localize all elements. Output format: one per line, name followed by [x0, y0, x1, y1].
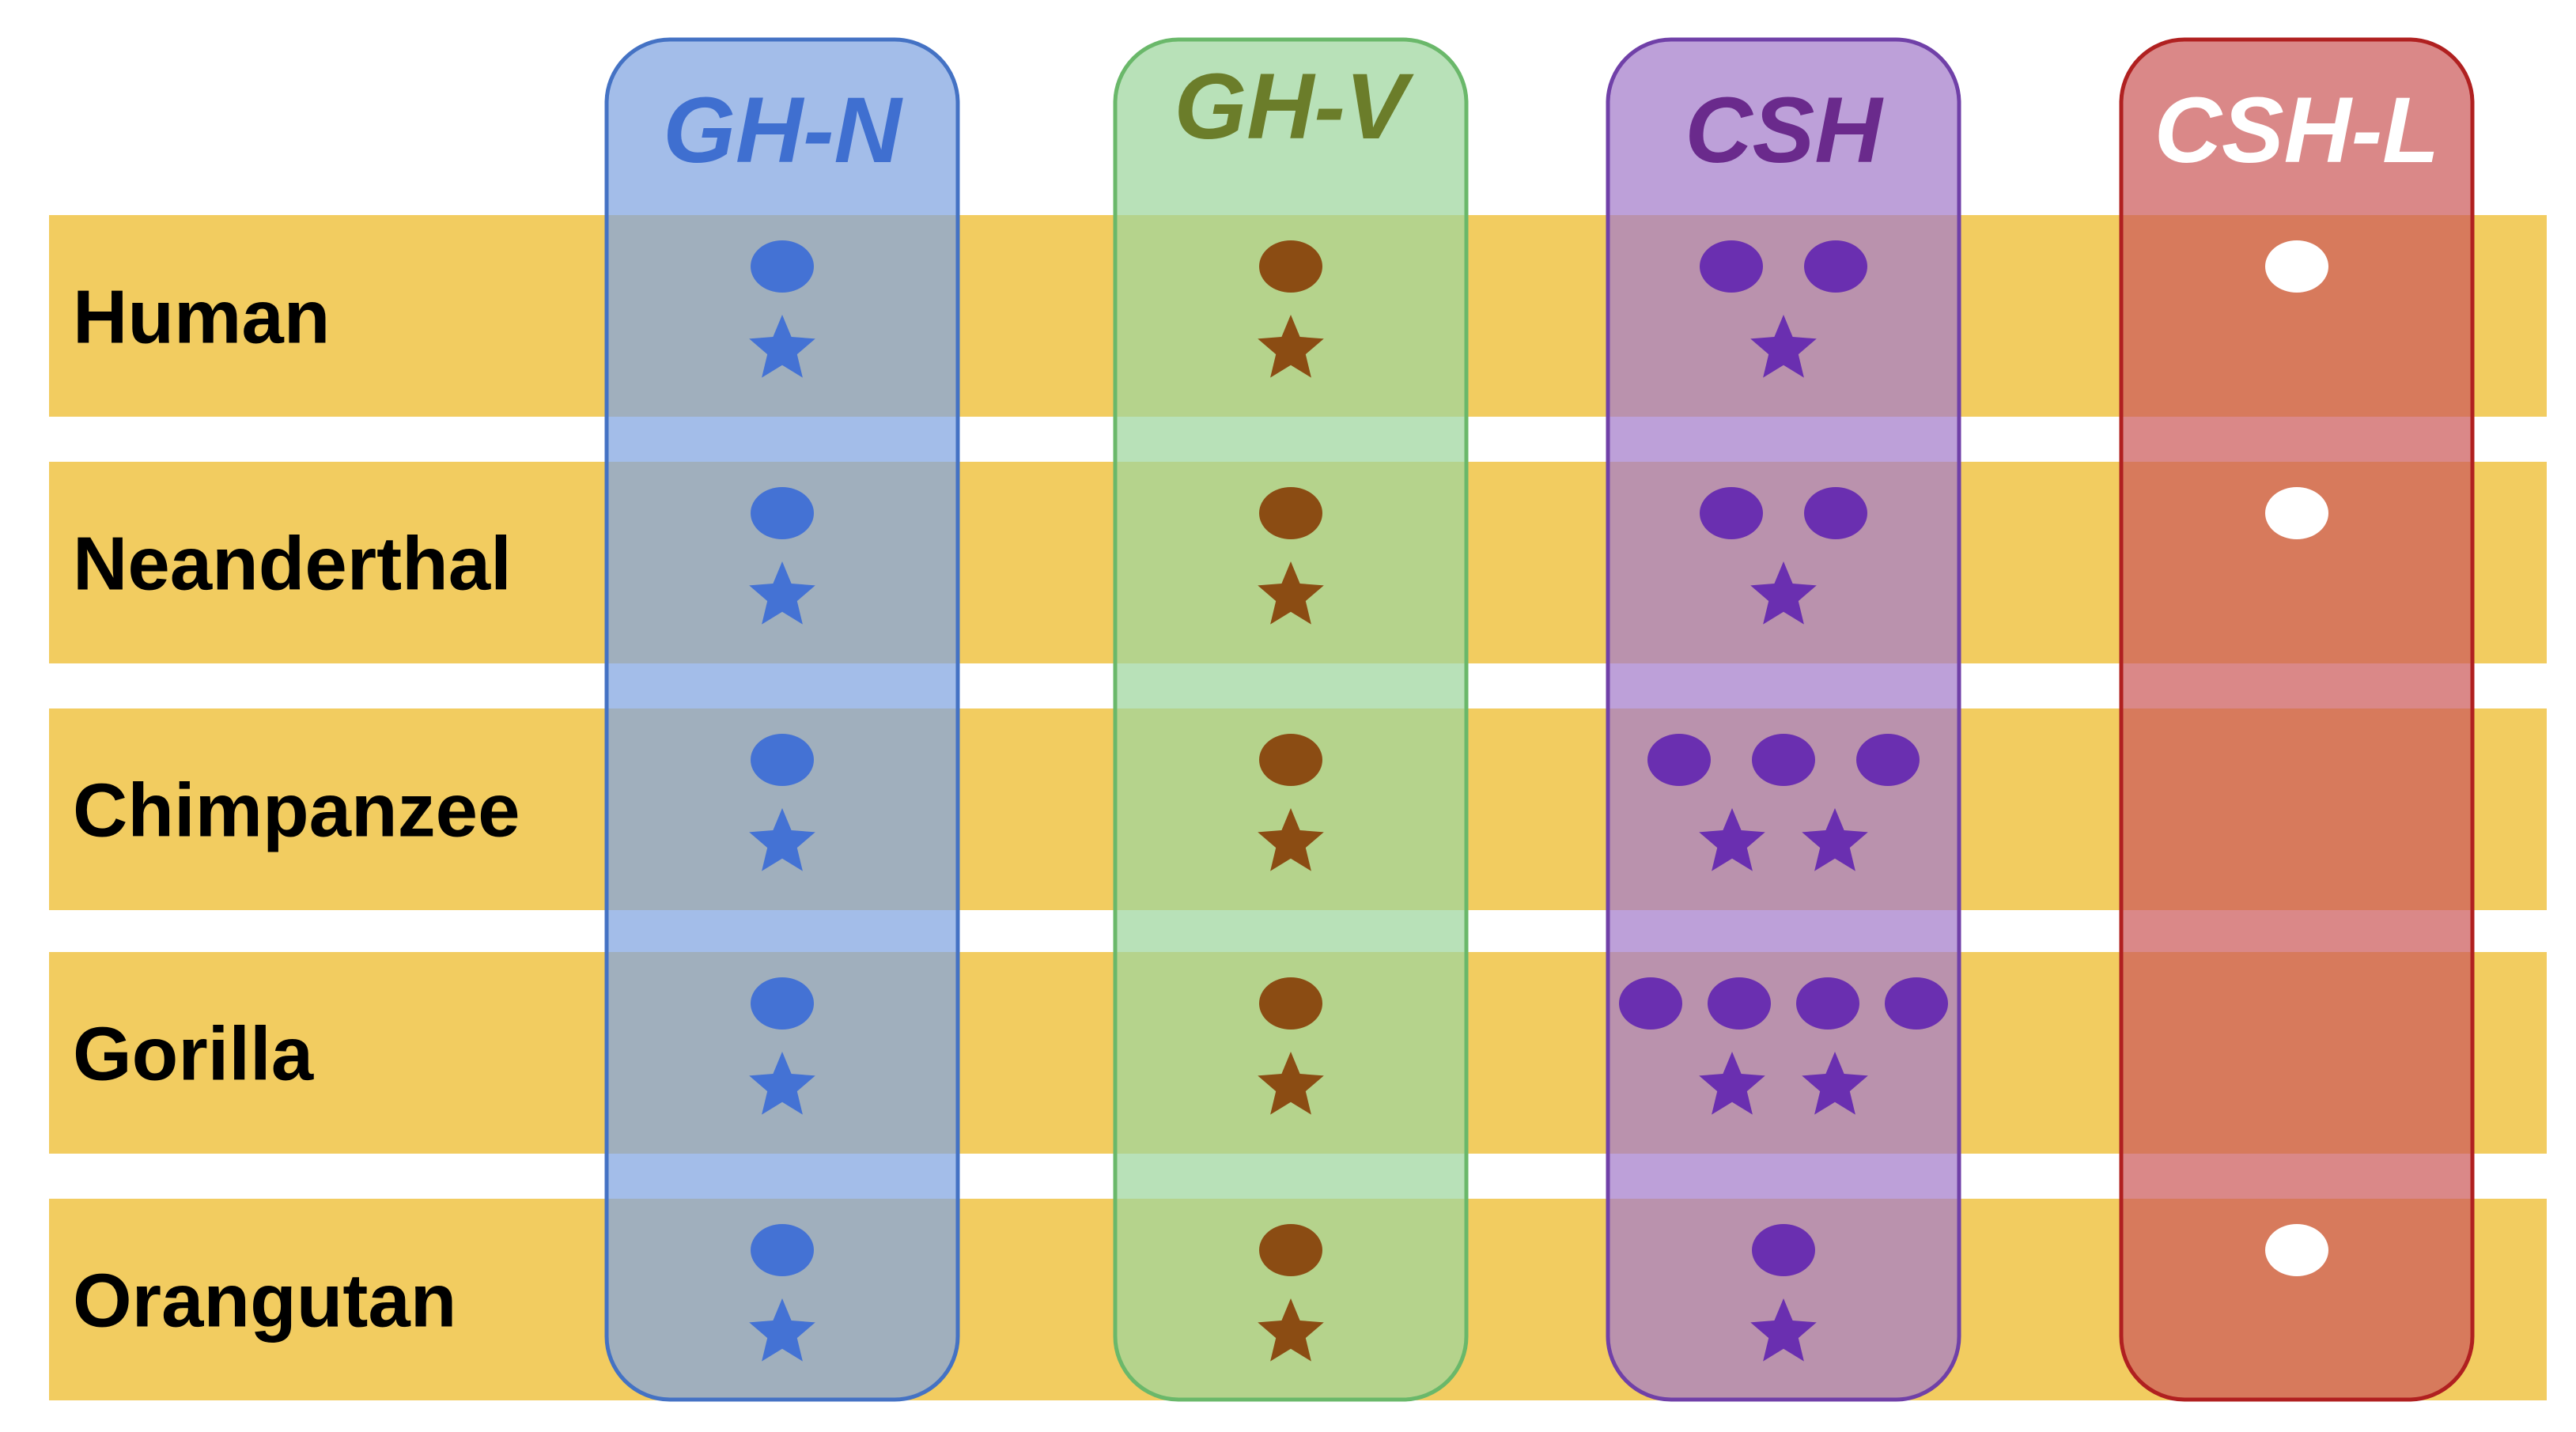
column-title-gh-n: GH-N [663, 78, 903, 183]
oval-csh-orangutan-1 [1752, 1224, 1815, 1276]
oval-gh-n-human-1 [751, 240, 814, 293]
column-title-gh-v: GH-V [1175, 55, 1414, 159]
star-csh-chimpanzee-2 [1802, 808, 1868, 871]
star-csh-gorilla-1 [1699, 1052, 1765, 1115]
oval-csh-l-orangutan-1 [2265, 1224, 2328, 1276]
column-box-csh [1606, 37, 1961, 1402]
row-label-human: Human [73, 275, 330, 360]
column-title-csh: CSH [1685, 78, 1884, 183]
oval-gh-n-neanderthal-1 [751, 487, 814, 539]
oval-csh-human-2 [1804, 240, 1867, 293]
star-csh-neanderthal-1 [1750, 561, 1817, 625]
column-boxes [604, 37, 2475, 1402]
oval-csh-chimpanzee-1 [1647, 734, 1711, 786]
column-titles: GH-N GH-V CSH CSH-L [663, 55, 2439, 183]
star-csh-gorilla-2 [1802, 1052, 1868, 1115]
oval-gh-v-gorilla-1 [1259, 977, 1322, 1030]
star-gh-n-human-1 [749, 315, 815, 378]
oval-csh-neanderthal-2 [1804, 487, 1867, 539]
oval-csh-l-neanderthal-1 [2265, 487, 2328, 539]
row-label-gorilla: Gorilla [73, 1012, 314, 1097]
oval-gh-v-orangutan-1 [1259, 1224, 1322, 1276]
oval-csh-chimpanzee-2 [1752, 734, 1815, 786]
row-labels: HumanNeanderthalChimpanzeeGorillaOrangut… [73, 275, 520, 1343]
oval-csh-gorilla-1 [1619, 977, 1682, 1030]
oval-csh-l-human-1 [2265, 240, 2328, 293]
oval-csh-human-1 [1700, 240, 1763, 293]
star-gh-v-chimpanzee-1 [1258, 808, 1324, 871]
row-label-chimpanzee: Chimpanzee [73, 769, 520, 853]
column-box-csh-l [2119, 37, 2475, 1402]
oval-gh-v-human-1 [1259, 240, 1322, 293]
star-csh-chimpanzee-1 [1699, 808, 1765, 871]
oval-csh-chimpanzee-3 [1856, 734, 1920, 786]
oval-csh-neanderthal-1 [1700, 487, 1763, 539]
oval-csh-gorilla-3 [1796, 977, 1859, 1030]
star-gh-n-neanderthal-1 [749, 561, 815, 625]
column-box-gh-v [1113, 37, 1469, 1402]
star-csh-orangutan-1 [1750, 1298, 1817, 1362]
row-label-neanderthal: Neanderthal [73, 522, 512, 606]
star-gh-v-human-1 [1258, 315, 1324, 378]
star-gh-n-orangutan-1 [749, 1298, 815, 1362]
star-gh-v-orangutan-1 [1258, 1298, 1324, 1362]
oval-gh-v-chimpanzee-1 [1259, 734, 1322, 786]
row-label-orangutan: Orangutan [73, 1259, 456, 1343]
star-gh-n-gorilla-1 [749, 1052, 815, 1115]
star-gh-n-chimpanzee-1 [749, 808, 815, 871]
column-box-gh-n [604, 37, 960, 1402]
oval-gh-n-gorilla-1 [751, 977, 814, 1030]
star-gh-v-neanderthal-1 [1258, 561, 1324, 625]
oval-gh-n-orangutan-1 [751, 1224, 814, 1276]
oval-gh-n-chimpanzee-1 [751, 734, 814, 786]
oval-gh-v-neanderthal-1 [1259, 487, 1322, 539]
star-gh-v-gorilla-1 [1258, 1052, 1324, 1115]
column-title-csh-l: CSH-L [2154, 78, 2440, 183]
gene-marks [749, 240, 2328, 1362]
oval-csh-gorilla-4 [1885, 977, 1948, 1030]
star-csh-human-1 [1750, 315, 1817, 378]
oval-csh-gorilla-2 [1708, 977, 1771, 1030]
